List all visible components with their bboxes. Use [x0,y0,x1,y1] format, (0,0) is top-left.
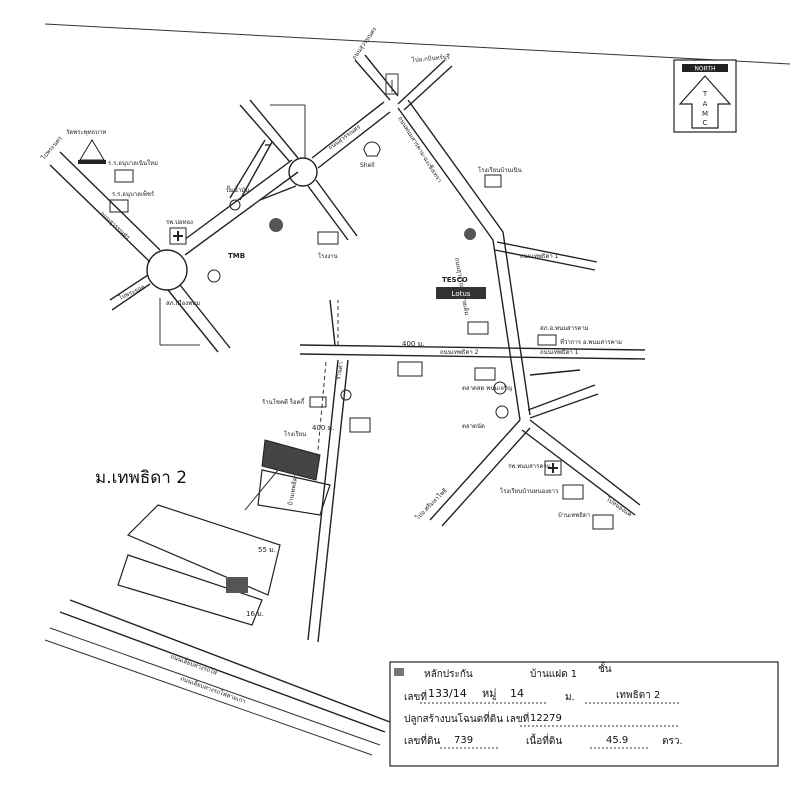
road-label-top-right: ไปอ.กบินทร์บุรี [410,53,450,64]
place-shell: Shell [360,162,375,169]
place-tesco: TESCO [442,276,468,284]
info-area-label: เนื้อที่ดิน [526,733,562,747]
info-title-label: หลักประกัน [424,669,473,680]
distance-16: 16 ม. [246,610,264,618]
ptt-icon [269,218,284,232]
info-area-unit: ตรว. [662,736,683,747]
road-label-side: ถนนเทพธิดา 1 [520,253,559,260]
place-bank: TMB [228,252,245,260]
hospital-icon-2 [544,460,562,476]
place-shop: ร้านโชคดี ร็อคกี้ [262,396,305,406]
place-home: บ้านเทพธิดา [558,512,590,519]
distance-400-top: 400 ม. [402,340,424,348]
place-school1: ร.ร.อนุบาลเนินใหม่ [108,159,158,167]
place-factory: โรงงาน [318,252,338,260]
place-hospital2: รพ.พนมสารคาม [508,463,551,470]
road-label-top-left: ไปพระนคร [39,134,65,162]
north-letter-1: T [702,90,708,98]
north-letter-4: C [703,119,708,127]
res-icon [349,417,371,433]
school-icon [114,169,134,183]
north-letter-2: A [703,100,708,108]
place-school4: โรงเรียนบ้านหนองยาว [500,487,558,495]
shell-icon [363,141,381,157]
place-hospital1: รพ.บ่อทอง [166,219,193,226]
school-icon [109,199,129,213]
railway [44,599,391,756]
north-letter-3: M [702,110,708,118]
place-school2: ร.ร.อนุบาลเพ็ชร์ [112,189,155,198]
info-type-label: บ้านแฝด 1 [530,668,577,680]
place-lotus: Lotus [452,290,471,298]
distance-55: 55 ม. [258,546,276,554]
village-name: ม.เทพธิดา 2 [95,468,187,488]
info-moo-value: 14 [510,687,524,700]
place-temple: วัดพระพุทธบาท [66,129,106,136]
road-label-rail2: ถนนเลียบทางรถไฟสายเก่า [179,674,246,705]
info-land-label: เลขที่ดิน [404,733,440,747]
shop-icon [309,396,327,408]
home-icon [592,514,614,530]
roundabout-left [146,249,188,291]
hospital-icon [169,227,187,245]
factory-icon [317,231,339,245]
place-office: สภ.อ.พนมสารคาม [540,325,589,332]
tesco-lotus-logo: TESCO Lotus [436,276,486,299]
road-label-left-diag: ถนนสุวรรณศร [99,210,132,242]
road-label-thepthida2: ถนนเทพธิดา 2 [440,349,479,356]
info-village-value: เทพธิดา 2 [616,690,660,701]
place-market1: ตลาดนัด [462,423,485,430]
place-police: สภ.เมืองพนม [166,299,200,307]
north-arrow: NORTH T A M C [673,59,737,133]
place-sign: ร้านค้า [335,361,345,380]
road-label-old: ถนนสุวรรณศรสายเดิม [453,257,470,316]
school-icon-4 [562,484,584,500]
info-land-value: 739 [454,735,473,746]
road-main-diagonal [49,101,391,263]
info-area-value: 45.9 [606,735,628,746]
road-phanom [397,99,531,421]
info-m-label: ม. [565,692,575,703]
place-gas: ปั๊มน้ำมัน [226,184,249,194]
road-label-phanom: ถนนพนมสารคาม-ฉะเชิงเทรา [396,115,443,184]
distance-400-side: 400 ม. [312,424,334,432]
gas-icon [229,199,241,211]
sign-icon [493,381,507,395]
info-no-label: เลขที่ [404,689,427,703]
road-to-village [307,359,349,643]
road-label-thepthida1: ถนนเทพธิดา 1 [540,349,579,356]
info-deed-label: ปลูกสร้างบนโฉนดที่ดิน เลขที่ [404,711,529,725]
sign-icon-3 [340,389,352,401]
station-icon [537,334,557,346]
place-station: ที่ว่าการ อ.พนมสารคาม [560,338,622,346]
ptt-icon-2 [464,228,477,240]
bank-icon [207,269,221,283]
place-school3: โรงเรียนบ้านเนิน [478,166,522,174]
village-plot [117,439,331,626]
road-thepthida [299,344,646,360]
temple-icon [78,139,106,164]
roundabout-top [288,157,318,187]
north-label: NORTH [694,66,715,73]
place-home-side: บ้านเทพธิดา [287,473,299,506]
info-no-value: 133/14 [428,687,467,700]
mart-icon [474,367,496,381]
school-icon [484,174,502,188]
info-table: หลักประกัน บ้านแฝด 1 ชั้น เลขที่ 133/14 … [389,661,779,767]
info-moo-label: หมู่ [482,687,497,700]
office-icon [467,321,489,335]
place-mart: ตลาดสด พนมเจริญ [462,385,512,392]
info-deed-value: 12279 [530,713,562,724]
place-res: โรงเรียน [284,430,306,438]
market-icon [397,361,423,377]
sign-icon-2 [495,405,509,419]
info-floor-label: ชั้น [598,661,612,675]
